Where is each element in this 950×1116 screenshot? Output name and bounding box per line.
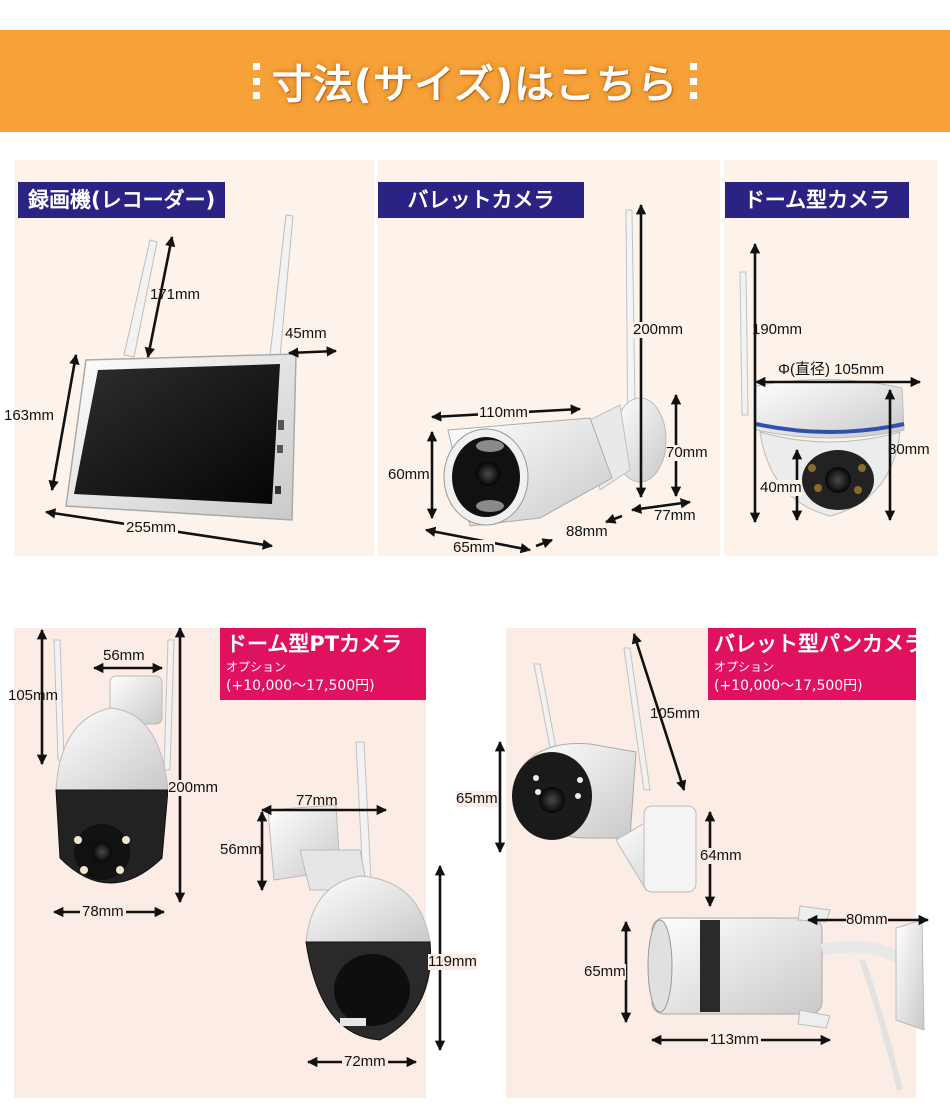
bullet-pan-title: バレット型パンカメラ xyxy=(714,632,926,656)
bullet-pan-price: (+10,000～17,500円) xyxy=(714,678,863,694)
dim-dome-antenna: 190mm xyxy=(752,321,803,338)
recorder-image xyxy=(65,214,297,521)
dim-pt-side-width: 77mm xyxy=(296,792,338,809)
dim-bullet-front-width: 65mm xyxy=(453,539,495,556)
bullet-camera-label: バレットカメラ xyxy=(378,182,584,218)
dim-recorder-width: 255mm xyxy=(124,519,179,536)
page-title: 寸法(サイズ)はこちら xyxy=(241,52,709,110)
dim-recorder-antenna-side: 45mm xyxy=(285,325,327,342)
dim-pt-antenna: 105mm xyxy=(8,687,59,704)
dim-pan-length: 113mm xyxy=(708,1031,761,1048)
dome-pt-front-image xyxy=(53,639,175,884)
dim-pan-front-height: 65mm xyxy=(456,790,498,807)
dim-bullet-antenna: 200mm xyxy=(632,321,685,338)
bullet-pan-upper-image xyxy=(512,647,697,893)
dim-pan-mount: 64mm xyxy=(700,847,742,864)
dome-camera-label: ドーム型カメラ xyxy=(725,182,909,218)
dim-bullet-bracket: 70mm xyxy=(666,444,708,461)
dim-bullet-mount: 77mm xyxy=(654,507,696,524)
bullet-pan-option: オプション xyxy=(714,660,775,674)
dim-pan-side-height: 65mm xyxy=(584,963,626,980)
dim-pt-top-width: 56mm xyxy=(103,647,145,664)
bullet-dots-right xyxy=(690,63,698,99)
dim-bullet-length: 110mm xyxy=(478,404,529,421)
page-title-text: 寸法(サイズ)はこちら xyxy=(271,62,679,108)
dome-pt-option: オプション xyxy=(226,660,287,674)
bullet-pan-lower-image xyxy=(647,905,925,1091)
bullet-dots-left xyxy=(252,63,260,99)
header-banner: 寸法(サイズ)はこちら xyxy=(0,30,950,132)
dome-pt-side-image xyxy=(267,741,432,1041)
dim-dome-height: 80mm xyxy=(888,441,930,458)
dim-pt-bottom-width: 78mm xyxy=(80,903,126,920)
bullet-camera-image xyxy=(443,209,667,527)
dim-recorder-antenna: 171mm xyxy=(150,286,201,303)
dim-pt-body-width: 72mm xyxy=(342,1053,388,1070)
bullet-pan-label: バレット型パンカメラ オプション (+10,000～17,500円) xyxy=(708,628,926,700)
recorder-label: 録画機(レコーダー) xyxy=(18,182,226,218)
dim-bullet-depth: 88mm xyxy=(566,523,608,540)
dim-pt-side-height: 56mm xyxy=(220,841,262,858)
dim-recorder-height: 163mm xyxy=(4,407,55,424)
dome-pt-price: (+10,000～17,500円) xyxy=(226,678,375,694)
dim-dome-lower: 40mm xyxy=(760,479,802,496)
dim-pan-antenna: 105mm xyxy=(650,705,701,722)
dim-pan-top: 80mm xyxy=(846,911,888,928)
dim-pt-total: 200mm xyxy=(168,779,219,796)
dome-pt-label: ドーム型PTカメラ オプション (+10,000～17,500円) xyxy=(220,628,426,700)
dim-pt-body: 119mm xyxy=(428,953,477,970)
dome-pt-title: ドーム型PTカメラ xyxy=(226,632,403,656)
dim-bullet-body-height: 60mm xyxy=(388,466,430,483)
dim-dome-diameter: Φ(直径) 105mm xyxy=(776,361,887,378)
